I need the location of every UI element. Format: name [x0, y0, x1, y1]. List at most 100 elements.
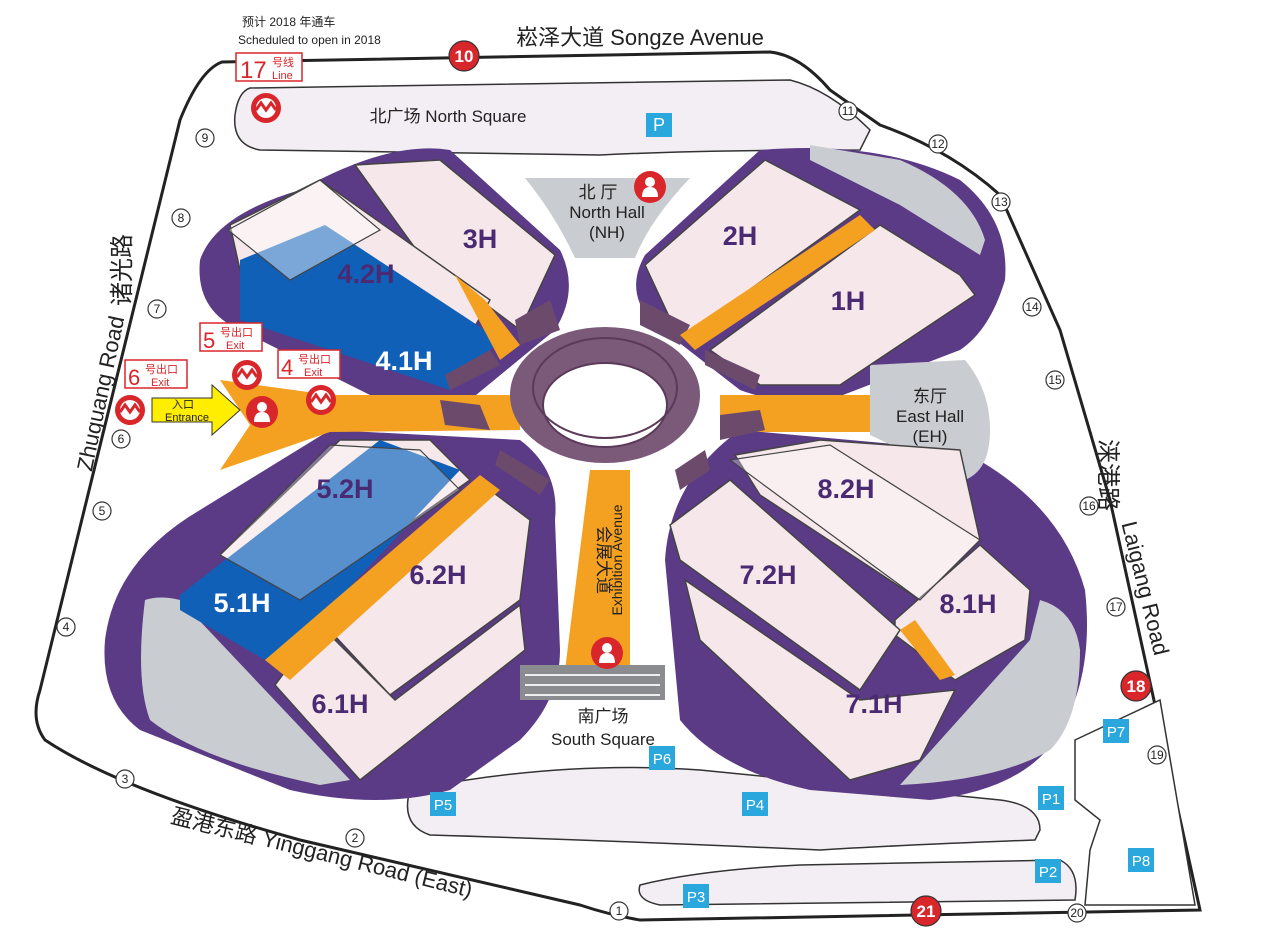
gate-5-marker[interactable]: 5 [92, 501, 112, 521]
north-square-label: 北广场 North Square [370, 107, 527, 126]
line17-note-en: Scheduled to open in 2018 [238, 33, 381, 47]
hall-label-5-1h: 5.1H [213, 588, 270, 618]
line17-num: 17 [240, 57, 267, 84]
gate-label: 3 [122, 772, 129, 786]
gate-19-marker[interactable]: 19 [1147, 745, 1167, 765]
gate-label: 19 [1150, 748, 1164, 762]
gate-label: 17 [1109, 600, 1123, 614]
major-gate-21-marker[interactable]: 21 [910, 895, 942, 927]
south-person-icon [591, 637, 623, 669]
exit-6-cn: 号出口 [145, 362, 178, 376]
exit-5-en: Exit [226, 340, 244, 352]
major-gate-label: 10 [455, 47, 474, 66]
gate-17-marker[interactable]: 17 [1106, 597, 1126, 617]
gate-15-marker[interactable]: 15 [1045, 370, 1065, 390]
entrance-arrow-icon[interactable] [151, 383, 241, 437]
east-hall-cn: 东厅 [913, 387, 947, 406]
north-hall-person-icon [634, 171, 666, 203]
gate-11-marker[interactable]: 11 [838, 101, 858, 121]
south-square-cn: 南广场 [578, 707, 629, 726]
gate-6-marker[interactable]: 6 [111, 429, 131, 449]
hall-8-2h-overlay [728, 444, 981, 601]
metro-exit4-icon [304, 383, 338, 417]
hall-label-4-1h: 4.1H [375, 346, 432, 376]
road-north: 崧泽大道 Songze Avenue [516, 25, 764, 50]
hall-label-8-2h: 8.2H [817, 474, 874, 504]
hall-label-2h: 2H [723, 221, 758, 251]
entrance-en: Entrance [165, 412, 209, 424]
line17-note-cn: 预计 2018 年通车 [242, 14, 335, 29]
gate-14-marker[interactable]: 14 [1022, 297, 1042, 317]
major-gate-label: 21 [917, 902, 936, 921]
gate-label: 12 [931, 137, 945, 151]
metro-exit6-icon [113, 393, 147, 427]
gate-label: 14 [1025, 300, 1039, 314]
major-gate-10-marker[interactable]: 10 [448, 40, 480, 72]
hall-label-6-2h: 6.2H [409, 560, 466, 590]
hall-label-7-1h: 7.1H [845, 689, 902, 719]
south-square-en: South Square [551, 730, 655, 749]
parking-p3-icon[interactable]: P3 [683, 884, 709, 908]
road-west-cn: 诸光路 [109, 234, 136, 306]
hall-4-2h-overlay [226, 179, 382, 281]
parking-p6-icon[interactable]: P6 [649, 746, 675, 770]
exit-4-num: 4 [281, 355, 293, 380]
gate-2-marker[interactable]: 2 [345, 828, 365, 848]
gate-label: 13 [994, 195, 1008, 209]
hall-1h[interactable] [708, 224, 977, 386]
parking-p4-icon[interactable]: P4 [742, 792, 768, 816]
hall-label-3h: 3H [463, 224, 498, 254]
gate-8-marker[interactable]: 8 [171, 208, 191, 228]
hall-label-1h: 1H [831, 286, 866, 316]
gate-label: 16 [1082, 499, 1096, 513]
hall-7-1h[interactable] [683, 578, 957, 781]
hall-5-1h-blue[interactable] [180, 440, 460, 660]
gate-13-marker[interactable]: 13 [991, 192, 1011, 212]
line17-cn: 号线 [272, 55, 294, 69]
parking-lot-label: P8 [1132, 853, 1150, 870]
parking-p7-icon[interactable]: P7 [1103, 719, 1129, 743]
gate-4-marker[interactable]: 4 [56, 617, 76, 637]
parking-p1-icon[interactable]: P1 [1038, 786, 1064, 810]
parking-lot-label: P7 [1107, 724, 1125, 741]
hall-5-2h-overlay [219, 444, 461, 601]
line17-en: Line [272, 70, 293, 82]
exit-4-badge: 4 号出口 Exit [277, 349, 341, 380]
exit-4-cn: 号出口 [298, 352, 331, 366]
gate-3-marker[interactable]: 3 [115, 769, 135, 789]
parking-p5-icon[interactable]: P5 [430, 792, 456, 816]
parking-p2-icon[interactable]: P2 [1035, 859, 1061, 883]
gate-label: 6 [118, 432, 125, 446]
bottom-parking-strip [638, 859, 1077, 906]
gate-7-marker[interactable]: 7 [147, 299, 167, 319]
hall-7-2h[interactable] [669, 479, 901, 692]
east-hall-abbr: (EH) [913, 427, 948, 446]
exit-6-num: 6 [128, 365, 140, 390]
exit-5-cn: 号出口 [220, 325, 253, 339]
gate-12-marker[interactable]: 12 [928, 134, 948, 154]
gate-label: 1 [616, 904, 623, 918]
parking-p8-icon[interactable]: P8 [1128, 848, 1154, 872]
gate-label: 15 [1048, 373, 1062, 387]
parking-lot-label: P2 [1039, 864, 1057, 881]
road-center-cn: 会展大道 [594, 526, 613, 594]
gate-label: 5 [99, 504, 106, 518]
gate-16-marker[interactable]: 16 [1079, 496, 1099, 516]
gate-9-marker[interactable]: 9 [195, 128, 215, 148]
gate-1-marker[interactable]: 1 [609, 901, 629, 921]
entrance-cn: 入口 [172, 399, 194, 411]
east-parking-area [1074, 698, 1196, 906]
hall-3h[interactable] [353, 159, 556, 332]
gate-20-marker[interactable]: 20 [1067, 903, 1087, 923]
gate-label: 8 [178, 211, 185, 225]
major-gate-label: 18 [1127, 677, 1146, 696]
north-hall-cn: 北 厅 [579, 183, 618, 202]
major-gate-18-marker[interactable]: 18 [1120, 670, 1152, 702]
metro-line17-icon [249, 91, 283, 125]
south-west-gray-block [141, 597, 350, 785]
road-center-en: Exhibition Avenue [609, 504, 625, 615]
hall-4-1h-blue[interactable] [240, 225, 500, 390]
parking-lot-label: P1 [1042, 791, 1060, 808]
parking-main-icon[interactable]: P [646, 113, 672, 137]
